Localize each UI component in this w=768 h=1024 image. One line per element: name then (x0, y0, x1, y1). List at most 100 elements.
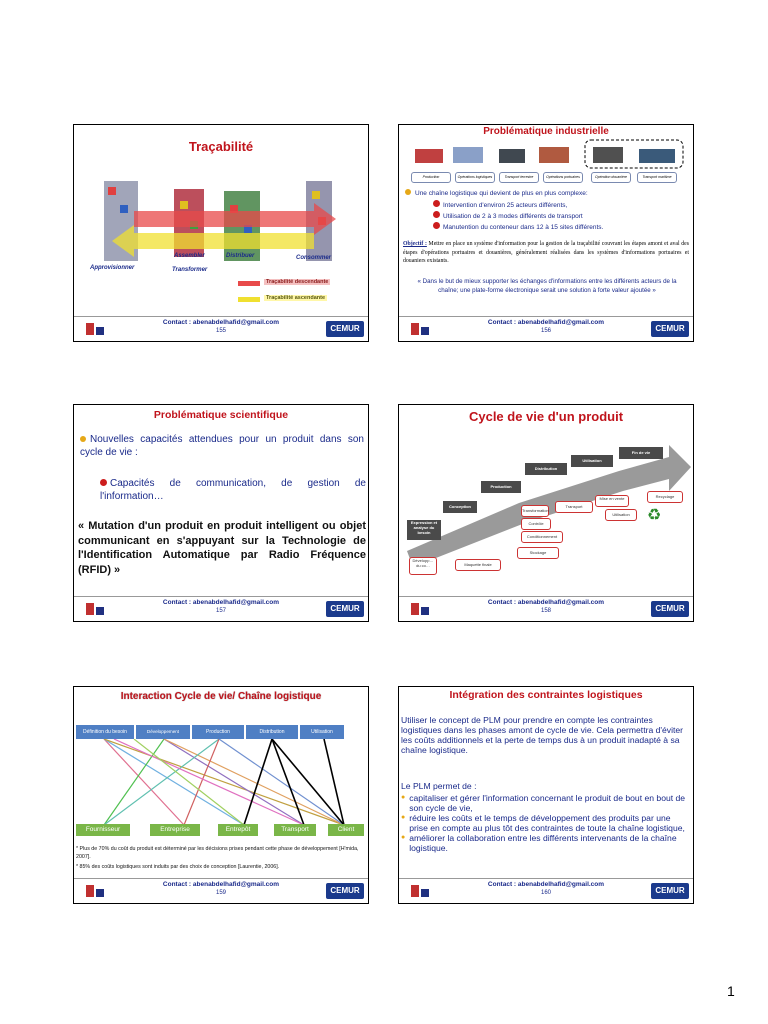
objective-text: Mettre en place un système d'information… (403, 241, 689, 264)
subbullet-communication: Capacités de communication, de gestion d… (100, 477, 366, 503)
legend-descending: Traçabilité descendante (264, 279, 330, 285)
step-logistics: Opérations logistiques (455, 172, 495, 183)
box-utilisation: Utilisation (605, 509, 637, 521)
slide-title: Cycle de vie d'un produit (399, 409, 693, 424)
footer-contact: Contact : abenabdelhafid@gmail.com (399, 599, 693, 606)
step-port: Opérations portuaires (543, 172, 583, 183)
cemur-logo: CEMUR (651, 883, 689, 899)
box-sale: Mise en vente (595, 495, 629, 507)
slide-title: Interaction Cycle de vie/ Chaîne logisti… (74, 691, 368, 702)
cemur-logo: CEMUR (651, 601, 689, 617)
box-transformation: Transformation (521, 505, 549, 517)
slide-footer: Contact : abenabdelhafid@gmail.com 160 C… (399, 878, 693, 903)
slide-quote: « Mutation d'un produit en produit intel… (78, 519, 366, 577)
slide-title: Problématique industrielle (399, 126, 693, 137)
list-item: ●réduire les coûts et le temps de dévelo… (401, 813, 691, 833)
slide-title: Traçabilité (74, 139, 368, 154)
step-sea-transport: Transport maritime (637, 172, 677, 183)
footnote-1: * Plus de 70% du coût du produit est dét… (76, 845, 364, 861)
label-approvisionner: Approvisionner (90, 265, 134, 271)
bullet-capacities: Nouvelles capacités attendues pour un pr… (80, 433, 364, 459)
box-packaging: Conditionnement (521, 531, 563, 543)
slide-158: Cycle de vie d'un produit Expression et … (398, 404, 694, 622)
footer-contact: Contact : abenabdelhafid@gmail.com (74, 881, 368, 888)
recycle-icon: ♻ (647, 505, 661, 525)
stage-utilisation: Utilisation (571, 455, 613, 467)
bullet-text: Une chaîne logistique qui devient de plu… (415, 190, 588, 197)
list-item: ●améliorer la collaboration entre les di… (401, 833, 691, 853)
bullet-icon (80, 436, 86, 442)
chevron-production: Production (192, 725, 244, 739)
stage-distribution: Distribution (525, 463, 567, 475)
step-land-transport: Transport terrestre (499, 172, 539, 183)
slide-160: Intégration des contraintes logistiques … (398, 686, 694, 904)
bullet-icon (433, 211, 440, 218)
label-consommer: Consommer (296, 255, 331, 261)
objective-paragraph: Objectif : Mettre en place un système d'… (403, 240, 689, 266)
step-production: Production (411, 172, 451, 183)
slide-title: Problématique scientifique (74, 409, 368, 421)
footnote-2: * 85% des coûts logistiques sont induits… (76, 863, 364, 871)
cemur-logo: CEMUR (326, 601, 364, 617)
legend-red-swatch (238, 281, 260, 286)
bullet-icon: ● (401, 833, 405, 853)
bullet-icon (433, 222, 440, 229)
chevron-definition: Définition du besoin (76, 725, 134, 739)
slide-footer: Contact : abenabdelhafid@gmail.com 158 C… (399, 596, 693, 621)
subbullet-text: Utilisation de 2 à 3 modes différents de… (443, 213, 583, 220)
subbullet-text: Intervention d'environ 25 acteurs différ… (443, 202, 567, 209)
slide-number: 158 (399, 608, 693, 614)
subbullet-list: Intervention d'environ 25 acteurs différ… (433, 200, 683, 233)
cemur-logo: CEMUR (326, 321, 364, 337)
slide-number: 159 (74, 890, 368, 896)
slide-footer: Contact : abenabdelhafid@gmail.com 156 C… (399, 316, 693, 341)
paragraph-plm-concept: Utiliser le concept de PLM pour prendre … (401, 715, 687, 755)
bullet-icon: ● (401, 793, 405, 813)
list-item-text: capitaliser et gérer l'information conce… (409, 793, 691, 813)
slide-number: 157 (74, 608, 368, 614)
chevron-development: Développement (136, 725, 190, 739)
supply-chain-illustration (399, 139, 693, 169)
bullet-icon: ● (401, 813, 405, 833)
plm-bullet-list: ●capitaliser et gérer l'information conc… (401, 793, 691, 853)
subbullet-item: Intervention d'environ 25 acteurs différ… (433, 200, 683, 211)
box-entrepot: Entrepôt (218, 824, 258, 836)
legend-ascending: Traçabilité ascendante (264, 295, 327, 301)
subbullet-text: Capacités de communication, de gestion d… (100, 478, 366, 502)
slide-quote: « Dans le but de mieux supporter les éch… (411, 277, 683, 295)
interaction-lines (74, 739, 368, 829)
label-distribuer: Distribuer (226, 253, 254, 259)
subbullet-text: Manutention du conteneur dans 12 à 15 si… (443, 224, 603, 231)
list-item: ●capitaliser et gérer l'information conc… (401, 793, 691, 813)
bullet-icon (433, 200, 440, 207)
box-storage: Stockage (517, 547, 559, 559)
box-final-mockup: Maquette finale (455, 559, 501, 571)
footer-contact: Contact : abenabdelhafid@gmail.com (74, 319, 368, 326)
bullet-icon (100, 479, 107, 486)
subbullet-item: Manutention du conteneur dans 12 à 15 si… (433, 222, 683, 233)
slide-155: Traçabilité Approvisionner Assembler Dis… (73, 124, 369, 342)
stage-expression: Expression et analyse du besoin (407, 520, 441, 540)
box-transport: Transport (274, 824, 316, 836)
footer-contact: Contact : abenabdelhafid@gmail.com (399, 881, 693, 888)
paragraph-plm-intro: Le PLM permet de : (401, 781, 687, 791)
subbullet-item: Utilisation de 2 à 3 modes différents de… (433, 211, 683, 222)
slide-number: 160 (399, 890, 693, 896)
box-recycling: Recyclage (647, 491, 683, 503)
stage-fin-de-vie: Fin de vie (619, 447, 663, 459)
slide-156: Problématique industrielle Production Op… (398, 124, 694, 342)
box-transport: Transport (555, 501, 593, 513)
stage-production: Production (481, 481, 521, 493)
traceability-diagram (74, 161, 368, 331)
slide-footer: Contact : abenabdelhafid@gmail.com 159 C… (74, 878, 368, 903)
list-item-text: réduire les coûts et le temps de dévelop… (409, 813, 691, 833)
footer-contact: Contact : abenabdelhafid@gmail.com (399, 319, 693, 326)
bullet-text: Nouvelles capacités attendues pour un pr… (80, 434, 364, 458)
cemur-logo: CEMUR (651, 321, 689, 337)
label-transformer: Transformer (172, 267, 207, 273)
box-development: Développ… du co… (409, 557, 437, 575)
box-entreprise: Entreprise (150, 824, 200, 836)
label-assembler: Assembler (174, 253, 205, 259)
slide-157: Problématique scientifique Nouvelles cap… (73, 404, 369, 622)
bullet-icon (405, 189, 411, 195)
